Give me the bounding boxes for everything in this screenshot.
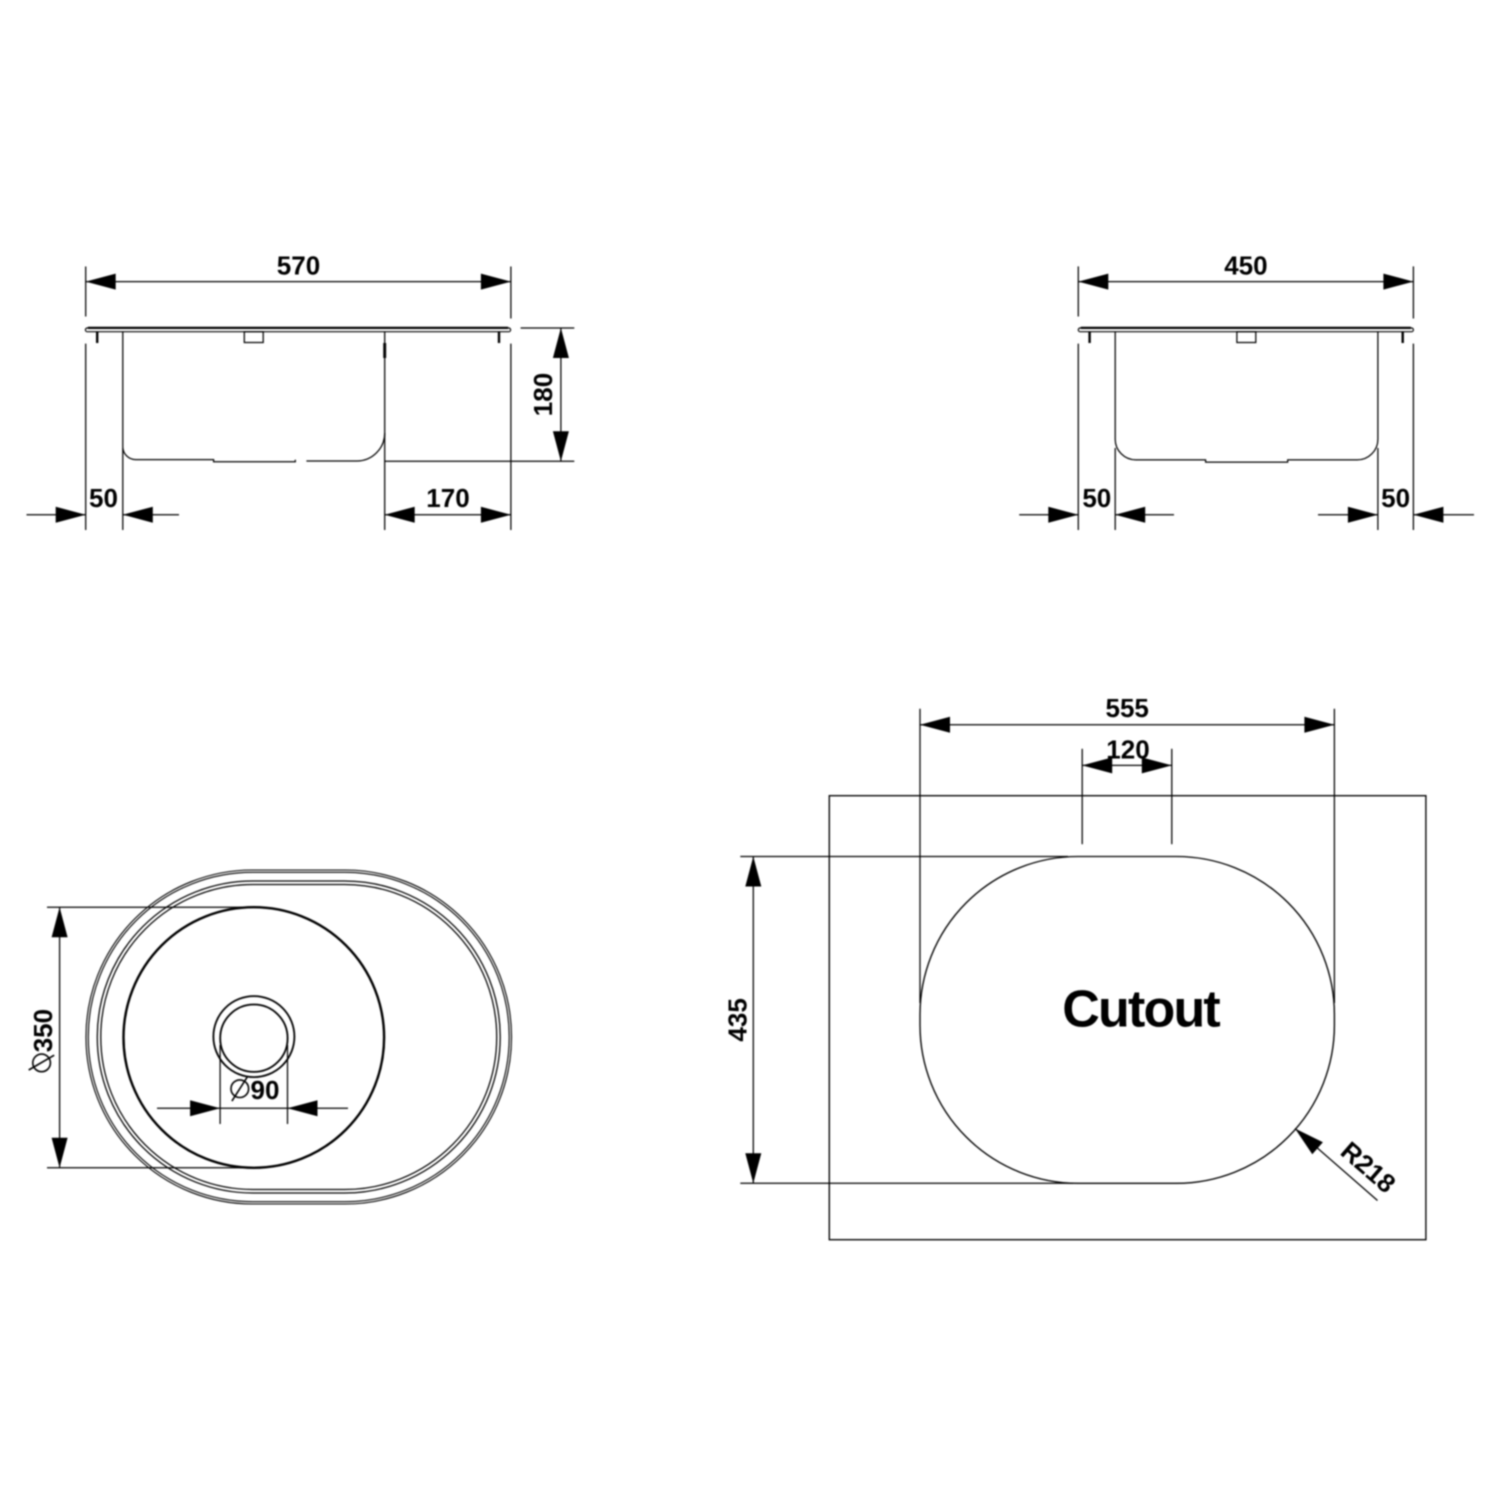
svg-text:570: 570 — [277, 251, 320, 281]
svg-text:350: 350 — [28, 1009, 58, 1052]
svg-text:90: 90 — [251, 1075, 280, 1105]
svg-text:435: 435 — [723, 998, 753, 1041]
svg-text:50: 50 — [89, 483, 118, 513]
svg-text:450: 450 — [1224, 251, 1267, 281]
svg-text:50: 50 — [1381, 483, 1410, 513]
svg-text:120: 120 — [1106, 734, 1149, 764]
svg-text:180: 180 — [528, 373, 558, 416]
svg-text:Cutout: Cutout — [1062, 981, 1220, 1039]
svg-text:555: 555 — [1106, 693, 1149, 723]
svg-text:50: 50 — [1082, 483, 1111, 513]
svg-text:170: 170 — [426, 483, 469, 513]
